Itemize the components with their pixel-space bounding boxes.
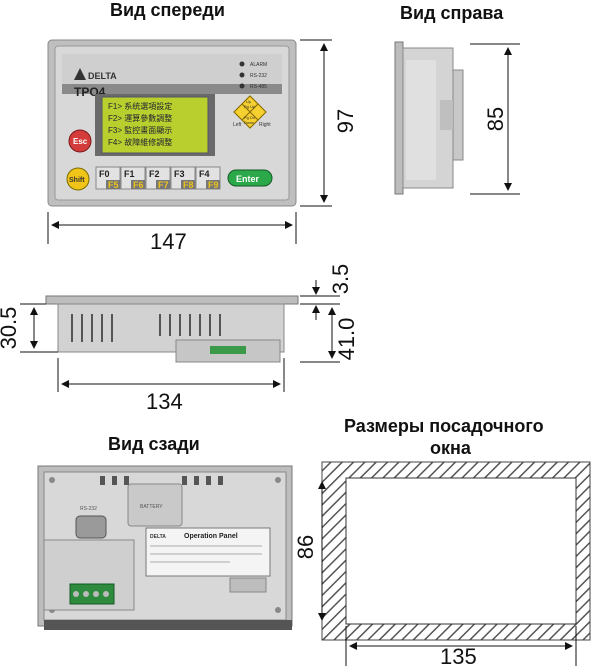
- lcd-line-4: F4> 故障維修調整: [108, 137, 172, 147]
- led-label-alarm: ALARM: [250, 62, 267, 68]
- enter-label: Enter: [236, 174, 260, 184]
- dim-top-body: 41.0: [334, 317, 359, 361]
- fkey-1-bottom: F6: [133, 180, 144, 190]
- screw-icon: [275, 607, 281, 613]
- dim-top-bezel: 3.5: [328, 263, 353, 295]
- lcd-line-1: F1> 系统選項設定: [108, 101, 172, 111]
- fkey-0-top: F0: [99, 169, 110, 179]
- back-view-title: Вид сзади: [108, 434, 200, 454]
- brand-label: DELTA: [88, 71, 117, 81]
- enter-button[interactable]: [227, 169, 273, 187]
- fkey-4-bottom: F9: [208, 180, 219, 190]
- shift-button[interactable]: [66, 167, 90, 191]
- shift-label: Shift: [69, 177, 85, 184]
- dim-front-height: 97: [333, 108, 358, 134]
- fkey-2-bottom: F7: [158, 180, 169, 190]
- nameplate-title: Operation Panel: [184, 533, 238, 540]
- alarm-led-icon: [239, 61, 245, 67]
- back-view: BATTERY RS-232 DELTA Operation Panel: [37, 465, 293, 630]
- lcd-screen: [101, 96, 209, 154]
- dpad: Up Pg Up Left Right Pg Dn Down: [233, 95, 271, 129]
- right-dimensions: [470, 43, 520, 195]
- right-view: [394, 41, 464, 195]
- top-view: [45, 295, 299, 363]
- dim-top-depth: 30.5: [0, 306, 21, 350]
- dpad-down-label: Pg Dn: [244, 115, 255, 120]
- dpad-up-sub-label: Pg Up: [244, 104, 256, 109]
- port-label: RS-232: [80, 506, 97, 512]
- dim-top-width: 134: [146, 389, 183, 414]
- lcd-line-3: F3> 監控畫面顯示: [108, 125, 172, 135]
- dim-side-height: 85: [483, 106, 508, 132]
- battery-label: BATTERY: [140, 504, 163, 510]
- esc-button[interactable]: [68, 129, 92, 153]
- led-label-rs232: RS-232: [250, 73, 267, 79]
- cutout-title-line1: Размеры посадочного: [344, 416, 544, 436]
- db9-port-icon: [75, 515, 107, 539]
- fkey-2-top: F2: [149, 169, 160, 179]
- dpad-down-button[interactable]: [241, 111, 259, 129]
- front-dimensions: [47, 39, 332, 244]
- dpad-up-label: Up: [246, 99, 252, 104]
- dim-cutout-width: 135: [440, 644, 477, 669]
- front-view: DELTA TPO4 ALARM RS-232 RS-485 F1> 系统選項設…: [47, 39, 297, 207]
- screw-icon: [49, 477, 55, 483]
- cutout-dimensions: [318, 481, 577, 666]
- top-dimensions: [20, 280, 340, 392]
- cutout-window: [345, 477, 577, 625]
- battery-cover: [127, 483, 183, 527]
- nameplate-brand: DELTA: [150, 534, 166, 540]
- led-label-rs485: RS-485: [250, 84, 267, 90]
- fkey-3-bottom: F8: [183, 180, 194, 190]
- dpad-down-sub-label: Down: [244, 120, 254, 125]
- function-keys: F0 F1 F2 F3 F4 F5 F6 F7 F8 F9: [95, 166, 221, 190]
- delta-logo-icon: [74, 68, 86, 80]
- lcd-line-2: F2> 運算參數調整: [108, 113, 172, 123]
- dim-cutout-height: 86: [293, 534, 318, 560]
- dim-front-width: 147: [150, 229, 187, 254]
- front-view-title: Вид спереди: [110, 0, 225, 20]
- dpad-left-label: Left: [233, 122, 242, 128]
- fkey-4-top: F4: [199, 169, 210, 179]
- fkey-1-top: F1: [124, 169, 135, 179]
- nameplate: [145, 527, 271, 577]
- fkey-3-top: F3: [174, 169, 185, 179]
- fkey-0-bottom: F5: [108, 180, 119, 190]
- right-view-title: Вид справа: [400, 3, 504, 23]
- cutout-title-line2: окна: [430, 438, 471, 458]
- screw-icon: [275, 477, 281, 483]
- rs485-led-icon: [239, 83, 245, 89]
- rs232-led-icon: [239, 72, 245, 78]
- terminal-block-icon: [69, 583, 115, 605]
- cutout-diagram: [321, 461, 591, 641]
- dpad-right-label: Right: [259, 122, 271, 128]
- esc-label: Esc: [73, 137, 88, 146]
